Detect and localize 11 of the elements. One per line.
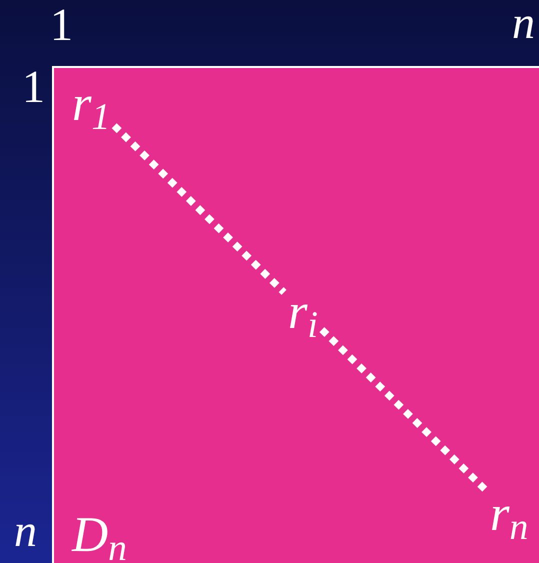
diagonal-entry: r$_{1}$: [72, 78, 110, 128]
index-label: 1: [22, 64, 45, 110]
index-label: n: [14, 508, 37, 554]
dotted-line: [112, 123, 286, 295]
index-label: 1: [50, 2, 73, 48]
matrix-name: D$_{n}$: [72, 509, 127, 559]
diagonal-entry: r$_{n}$: [490, 488, 528, 538]
diagonal-entry: r$_{i}$: [288, 286, 318, 336]
dotted-line: [319, 327, 488, 493]
matrix-box: [52, 66, 539, 563]
index-label: n: [512, 0, 535, 46]
